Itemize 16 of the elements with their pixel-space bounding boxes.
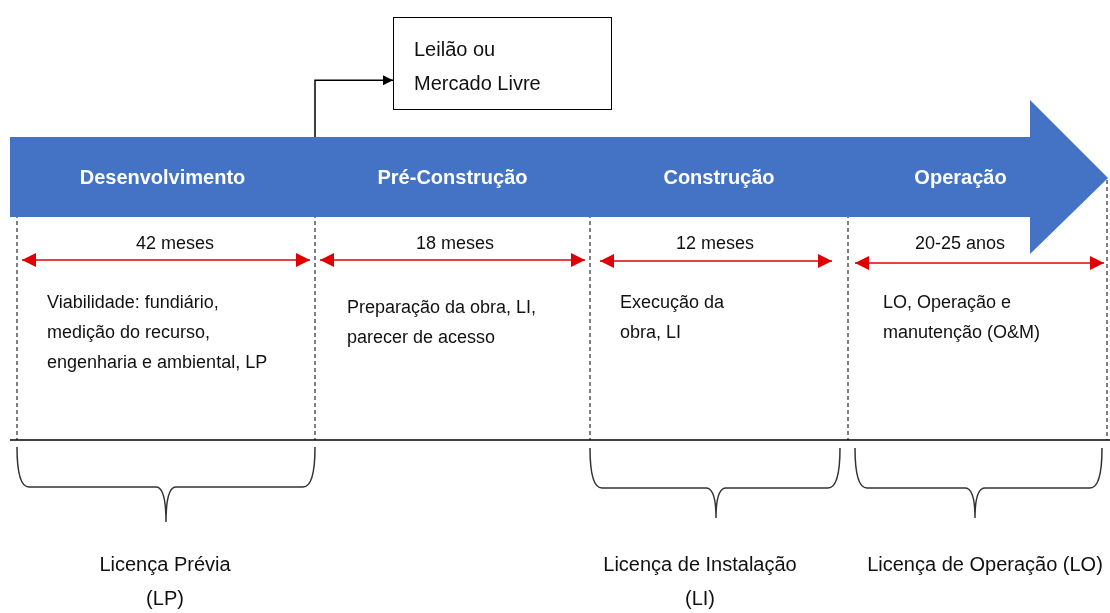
duration-label: 12 meses <box>674 232 755 255</box>
arrow <box>314 75 394 138</box>
phase-band-segment: Construção <box>590 137 848 217</box>
license-label: Licença de Operação (LO) <box>866 552 1104 577</box>
description-text: Preparação da obra, LI, parecer de acesso <box>347 296 538 349</box>
duration-label: 18 meses <box>414 232 495 255</box>
duration-label: 42 meses <box>134 232 215 255</box>
process-box: Leilão ou Mercado Livre <box>393 17 612 110</box>
phase-band-segment: Desenvolvimento <box>10 137 315 217</box>
description-text: LO, Operação e manutenção (O&M) <box>883 291 1042 344</box>
duration-label: 20-25 anos <box>913 232 1007 255</box>
license-label: Licença de Instalação (LI) <box>602 552 798 611</box>
description-text: Viabilidade: fundiário, medição do recurso, engenharia e ambiental, LP <box>47 291 269 374</box>
license-label: Licença Prévia (LP) <box>98 552 232 611</box>
phase-band-segment: Pré-Construção <box>315 137 590 217</box>
description-text: Execução da obra, LI <box>620 291 726 344</box>
